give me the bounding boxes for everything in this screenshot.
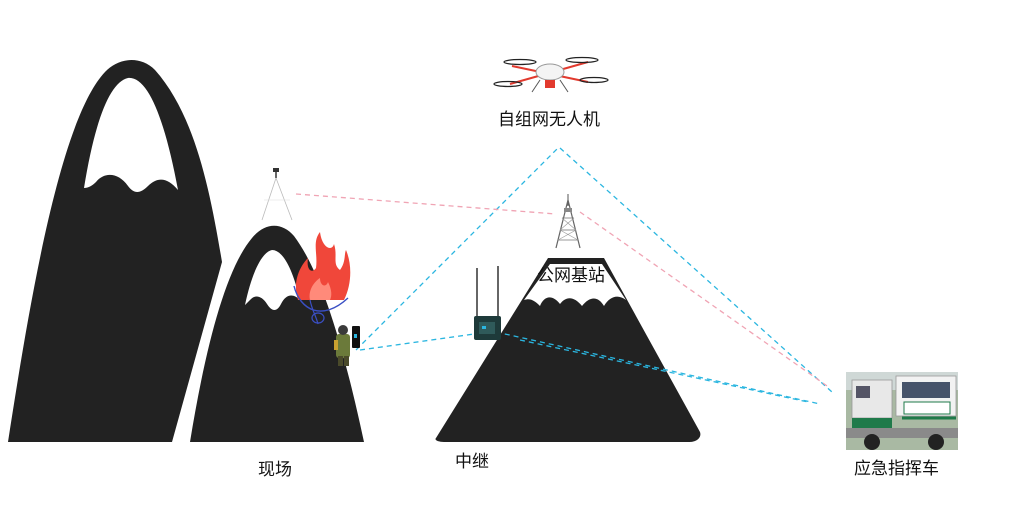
link-scene-drone [355,147,559,351]
scene-label: 现场 [258,460,292,480]
relay-label: 中继 [455,452,489,472]
relay-radio-icon [474,266,501,340]
link-drone-vehicle [559,147,833,393]
drone-label: 自组网无人机 [498,110,600,130]
drone-icon [493,56,609,93]
command-vehicle-icon [846,372,958,450]
left-mountain [8,60,222,442]
link-scene-relay [359,333,475,351]
fire-icon [295,232,351,300]
sensor-icon [293,285,349,325]
link-device-tower [295,193,557,215]
link-tower-vehicle [579,211,831,389]
base-station-tower-icon [555,194,581,249]
link-relay-vehicle-b [519,339,809,403]
links [295,147,833,405]
link-relay-vehicle-a [495,331,821,405]
firefighter-icon [334,325,360,366]
scene-mountain [190,225,364,442]
peak-radio-icon [261,168,293,221]
base-station-label: 公网基站 [537,266,605,286]
command-vehicle-label: 应急指挥车 [854,459,939,479]
